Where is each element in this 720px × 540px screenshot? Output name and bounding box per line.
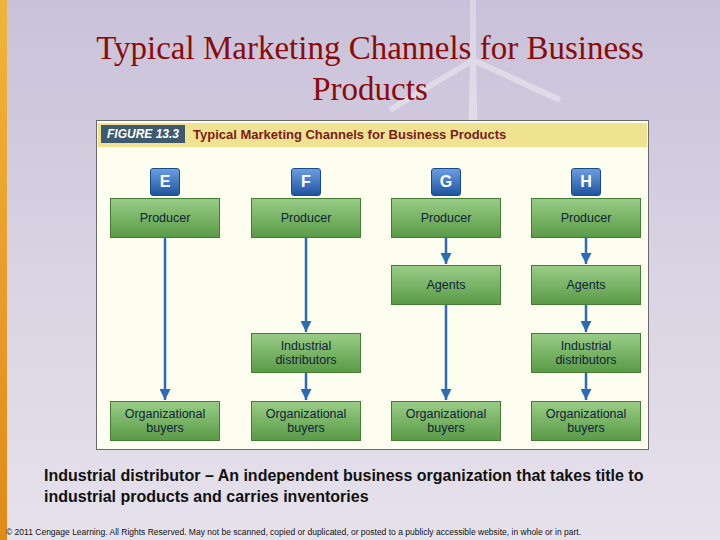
channel-arrow: [445, 238, 448, 264]
channel-box: Producer: [251, 198, 361, 238]
channel-box: Agents: [531, 265, 641, 305]
box-label: F: [301, 173, 311, 191]
channel-box: Organizational buyers: [391, 401, 501, 441]
box-label: Organizational buyers: [117, 407, 213, 436]
channel-arrow: [585, 305, 588, 332]
channel-badge: E: [150, 168, 180, 196]
channel-arrow: [445, 305, 448, 400]
side-bar: [0, 0, 7, 540]
box-label: Producer: [281, 211, 332, 225]
channel-badge: H: [571, 168, 601, 196]
box-label: Organizational buyers: [538, 407, 634, 436]
channel-box: Producer: [110, 198, 220, 238]
box-label: Organizational buyers: [258, 407, 354, 436]
channel-arrow: [585, 238, 588, 264]
channel-box: Producer: [391, 198, 501, 238]
figure-panel: FIGURE 13.3 Typical Marketing Channels fo…: [96, 120, 649, 450]
figure-heading: Typical Marketing Channels for Business …: [193, 127, 506, 142]
channel-badge: F: [291, 168, 321, 196]
box-label: Producer: [561, 211, 612, 225]
box-label: G: [440, 173, 452, 191]
figure-number: FIGURE 13.3: [101, 125, 185, 143]
channel-box: Organizational buyers: [110, 401, 220, 441]
box-label: Agents: [427, 278, 466, 292]
channel-box: Industrial distributors: [531, 333, 641, 373]
box-label: H: [580, 173, 592, 191]
box-label: Producer: [421, 211, 472, 225]
box-label: Industrial distributors: [258, 339, 354, 368]
channel-box: Organizational buyers: [251, 401, 361, 441]
channel-arrow: [585, 373, 588, 400]
figure-ground: [96, 120, 649, 450]
channel-box: Producer: [531, 198, 641, 238]
slide-title: Typical Marketing Channels for Business …: [95, 28, 645, 111]
box-label: E: [160, 173, 171, 191]
channel-badge: G: [431, 168, 461, 196]
channel-arrow: [164, 238, 167, 400]
box-label: Agents: [567, 278, 606, 292]
channel-arrow: [305, 238, 308, 332]
channel-box: Industrial distributors: [251, 333, 361, 373]
definition-note: Industrial distributor – An independent …: [44, 466, 694, 508]
channel-arrow: [305, 373, 308, 400]
copyright-note: © 2011 Cengage Learning. All Rights Rese…: [6, 527, 581, 537]
box-label: Industrial distributors: [538, 339, 634, 368]
box-label: Organizational buyers: [398, 407, 494, 436]
box-label: Producer: [140, 211, 191, 225]
channel-box: Agents: [391, 265, 501, 305]
figure-header-band: [98, 123, 647, 147]
channel-box: Organizational buyers: [531, 401, 641, 441]
